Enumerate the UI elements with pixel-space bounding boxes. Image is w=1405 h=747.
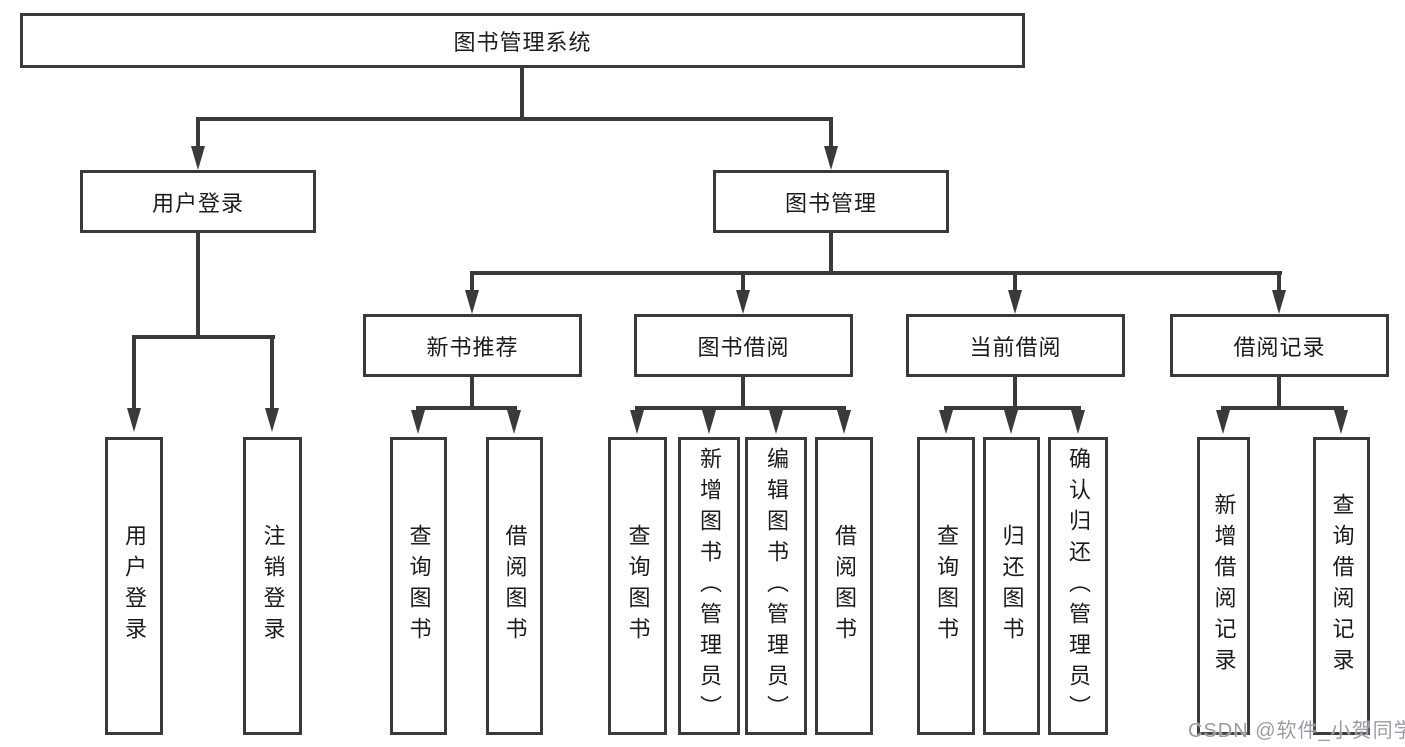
leaf-label: 查询借阅记录 [1329, 493, 1355, 679]
arrowhead-down [465, 290, 479, 314]
leaf-borrow-books: 借阅图书 [486, 437, 543, 735]
node-label: 图书管理系统 [453, 29, 592, 55]
connector-line [132, 335, 275, 339]
leaf-confirm-return-admin: 确认归还（管理员） [1048, 437, 1108, 735]
leaf-return-books: 归还图书 [983, 437, 1040, 735]
arrowhead-down [127, 408, 141, 432]
node-user-login: 用户登录 [80, 170, 316, 233]
arrowhead-down [824, 146, 838, 170]
connector-line [270, 335, 274, 410]
node-new-book-recommendation: 新书推荐 [363, 314, 582, 377]
connector-line [829, 117, 833, 149]
connector-line [1221, 406, 1344, 410]
connector-line [416, 406, 517, 410]
connector-line [741, 271, 745, 292]
connector-line [470, 377, 474, 408]
node-book-management: 图书管理 [713, 170, 949, 233]
leaf-label: 注销登录 [260, 524, 286, 648]
leaf-label: 查询图书 [406, 524, 432, 648]
connector-line [470, 271, 1282, 275]
arrowhead-down [702, 410, 716, 434]
arrowhead-down [1008, 290, 1022, 314]
leaf-label: 归还图书 [999, 524, 1025, 648]
arrowhead-down [736, 290, 750, 314]
connector-line [196, 233, 200, 337]
arrowhead-down [191, 146, 205, 170]
arrowhead-down [939, 410, 953, 434]
leaf-label: 借阅图书 [832, 524, 857, 648]
connector-line [1013, 271, 1017, 292]
leaf-add-books-admin: 新增图书（管理员） [678, 437, 740, 735]
arrowhead-down [630, 410, 644, 434]
node-current-borrowing: 当前借阅 [906, 314, 1125, 377]
arrowhead-down [411, 410, 425, 434]
arrowhead-down [837, 410, 851, 434]
node-label: 图书管理 [784, 190, 877, 216]
leaf-user-login: 用户登录 [105, 437, 163, 735]
arrowhead-down [1071, 410, 1085, 434]
leaf-add-borrow-record: 新增借阅记录 [1197, 437, 1250, 735]
arrowhead-down [769, 410, 783, 434]
leaf-label: 查询图书 [625, 524, 651, 648]
connector-line [1277, 377, 1281, 408]
arrowhead-down [265, 408, 279, 432]
leaf-logout: 注销登录 [243, 437, 302, 735]
arrowhead-down [1272, 290, 1286, 314]
node-label: 用户登录 [151, 190, 244, 216]
leaf-label: 用户登录 [122, 524, 147, 648]
leaf-query-books: 查询图书 [917, 437, 975, 735]
leaf-label: 确认归还（管理员） [1066, 446, 1091, 726]
arrowhead-down [1004, 410, 1018, 434]
arrowhead-down [507, 410, 521, 434]
connector-line [1277, 271, 1281, 292]
connector-line [829, 233, 833, 273]
node-label: 借阅记录 [1233, 334, 1326, 360]
leaf-label: 新增图书（管理员） [697, 446, 722, 726]
connector-line [470, 271, 474, 292]
leaf-query-books: 查询图书 [390, 437, 447, 735]
connector-line [741, 377, 745, 408]
connector-line [520, 68, 524, 119]
leaf-label: 查询图书 [934, 524, 959, 648]
connector-line [196, 117, 200, 149]
node-label: 当前借阅 [969, 334, 1062, 360]
arrowhead-down [1334, 410, 1348, 434]
connector-line [1013, 377, 1017, 408]
leaf-query-books: 查询图书 [608, 437, 667, 735]
csdn-watermark: CSDN @软件_小贺同学 [1188, 720, 1405, 742]
connector-line [132, 335, 136, 410]
leaf-edit-books-admin: 编辑图书（管理员） [745, 437, 807, 735]
connector-line [635, 406, 846, 410]
node-library-management-system: 图书管理系统 [20, 13, 1025, 68]
leaf-borrow-books: 借阅图书 [815, 437, 873, 735]
node-book-borrowing: 图书借阅 [634, 314, 853, 377]
connector-line [196, 117, 833, 121]
node-label: 新书推荐 [426, 334, 519, 360]
arrowhead-down [1216, 410, 1230, 434]
node-borrowing-records: 借阅记录 [1170, 314, 1389, 377]
leaf-query-borrow-record: 查询借阅记录 [1313, 437, 1370, 735]
node-label: 图书借阅 [697, 334, 790, 360]
leaf-label: 新增借阅记录 [1211, 493, 1237, 679]
leaf-label: 借阅图书 [502, 524, 528, 648]
leaf-label: 编辑图书（管理员） [764, 446, 789, 726]
